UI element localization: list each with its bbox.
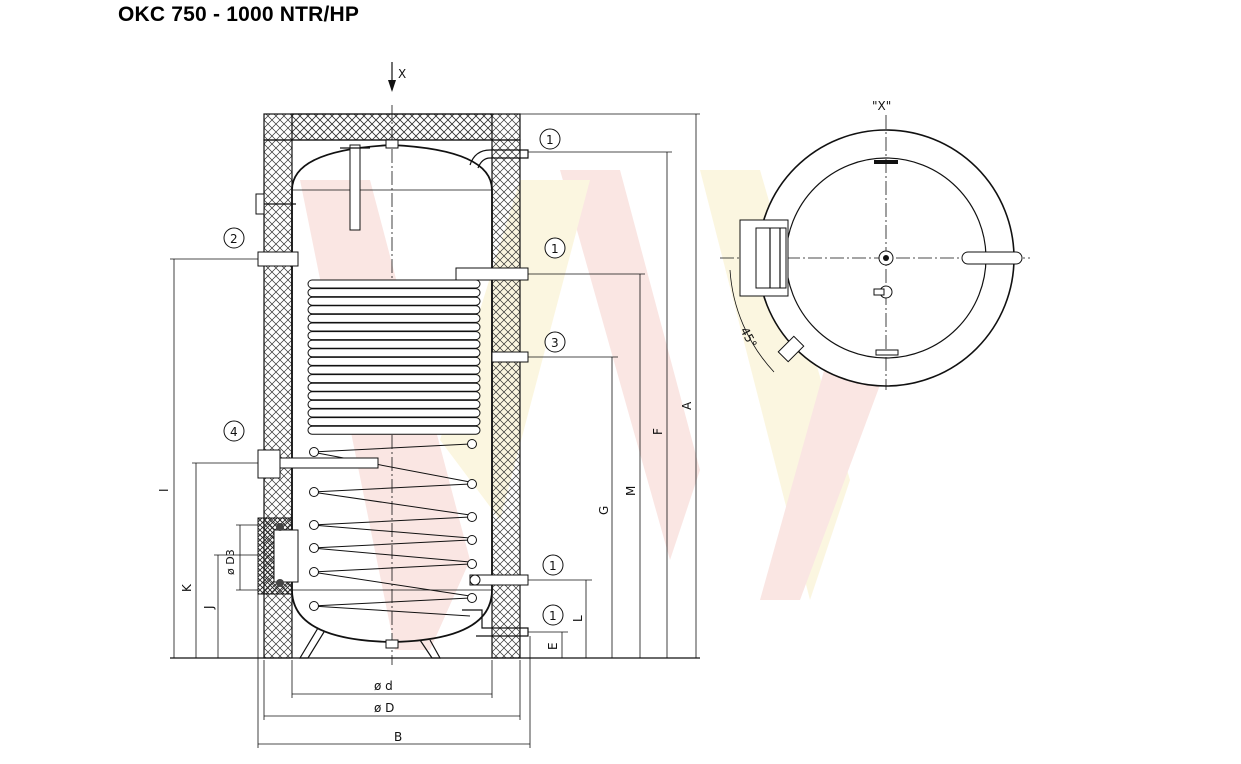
coil-turn (307, 313, 481, 323)
callout-1-coil-upper: 1 (544, 237, 566, 259)
coil-turn (307, 365, 481, 375)
left-dimensions: I K J ø D3 (157, 258, 258, 658)
coil-turn (307, 417, 481, 427)
svg-text:1: 1 (549, 559, 557, 573)
dim-J: J (202, 605, 216, 610)
dim-K: K (180, 583, 194, 592)
coil-turn-end (309, 567, 319, 577)
coil-turn-end (467, 559, 477, 569)
coil-turn (307, 322, 481, 332)
dim-D3: ø D3 (224, 549, 237, 575)
dim-D: ø D (374, 701, 394, 715)
coil-turn (311, 483, 471, 516)
coil-turn-end (309, 487, 319, 497)
coil-turn (307, 425, 481, 435)
view-marker-label: X (398, 67, 406, 81)
coil-turn (307, 296, 481, 306)
page-title: OKC 750 - 1000 NTR/HP (118, 3, 360, 26)
callout-4: 4 (223, 420, 245, 442)
dim-L: L (571, 615, 585, 622)
coil-turn (311, 443, 471, 483)
dim-d: ø d (374, 679, 393, 693)
coil-turn-end (467, 535, 477, 545)
right-connections (455, 149, 529, 637)
lower-heat-exchanger-coil (309, 439, 477, 617)
coil-turn-end (309, 447, 319, 457)
coil-turn-end (467, 479, 477, 489)
right-dimensions: A F M G L E (520, 113, 700, 658)
callout-1-bottom: 1 (542, 604, 564, 626)
coil-turn (307, 339, 481, 349)
dim-F: F (651, 428, 665, 435)
bottom-dimensions: ø d ø D B (257, 594, 531, 748)
upper-heat-exchanger-coil (307, 279, 481, 435)
coil-turn (311, 563, 471, 597)
dim-G: G (597, 506, 611, 515)
coil-turn (307, 391, 481, 401)
callout-3: 3 (544, 331, 566, 353)
coil-turn-end (467, 439, 477, 449)
coil-turn (307, 374, 481, 384)
top-view-x: "X" 45° (720, 99, 1030, 390)
coil-turn (311, 516, 471, 539)
coil-turn-end (309, 520, 319, 530)
svg-text:1: 1 (551, 242, 559, 256)
dim-B: B (394, 730, 402, 744)
coil-turn (307, 399, 481, 409)
dim-I: I (157, 488, 171, 492)
callout-1-top: 1 (539, 128, 561, 150)
coil-turn (307, 356, 481, 366)
svg-text:1: 1 (549, 609, 557, 623)
callout-1-coil-lower: 1 (542, 554, 564, 576)
coil-turn-end (467, 593, 477, 603)
side-view-label: "X" (872, 99, 891, 113)
coil-turn (307, 305, 481, 315)
coil-turn (307, 331, 481, 341)
coil-turn (311, 597, 471, 617)
coil-turn (307, 279, 481, 289)
coil-turn (307, 408, 481, 418)
coil-turn (307, 382, 481, 392)
callouts: 1 2 1 3 4 1 1 (223, 128, 566, 626)
coil-turn-end (309, 543, 319, 553)
coil-turn (307, 288, 481, 298)
coil-turn (311, 539, 471, 563)
svg-text:4: 4 (230, 425, 238, 439)
svg-text:2: 2 (230, 232, 238, 246)
coil-turn (307, 348, 481, 358)
svg-text:3: 3 (551, 336, 559, 350)
coil-turn-end (467, 512, 477, 522)
left-connections (255, 193, 379, 595)
callout-2: 2 (223, 227, 245, 249)
dim-M: M (624, 486, 638, 496)
dim-A: A (680, 401, 694, 410)
coil-turn-end (309, 601, 319, 611)
anode-rod (340, 139, 399, 231)
svg-text:1: 1 (546, 133, 554, 147)
dim-E: E (546, 642, 560, 650)
view-marker: X (388, 62, 406, 92)
